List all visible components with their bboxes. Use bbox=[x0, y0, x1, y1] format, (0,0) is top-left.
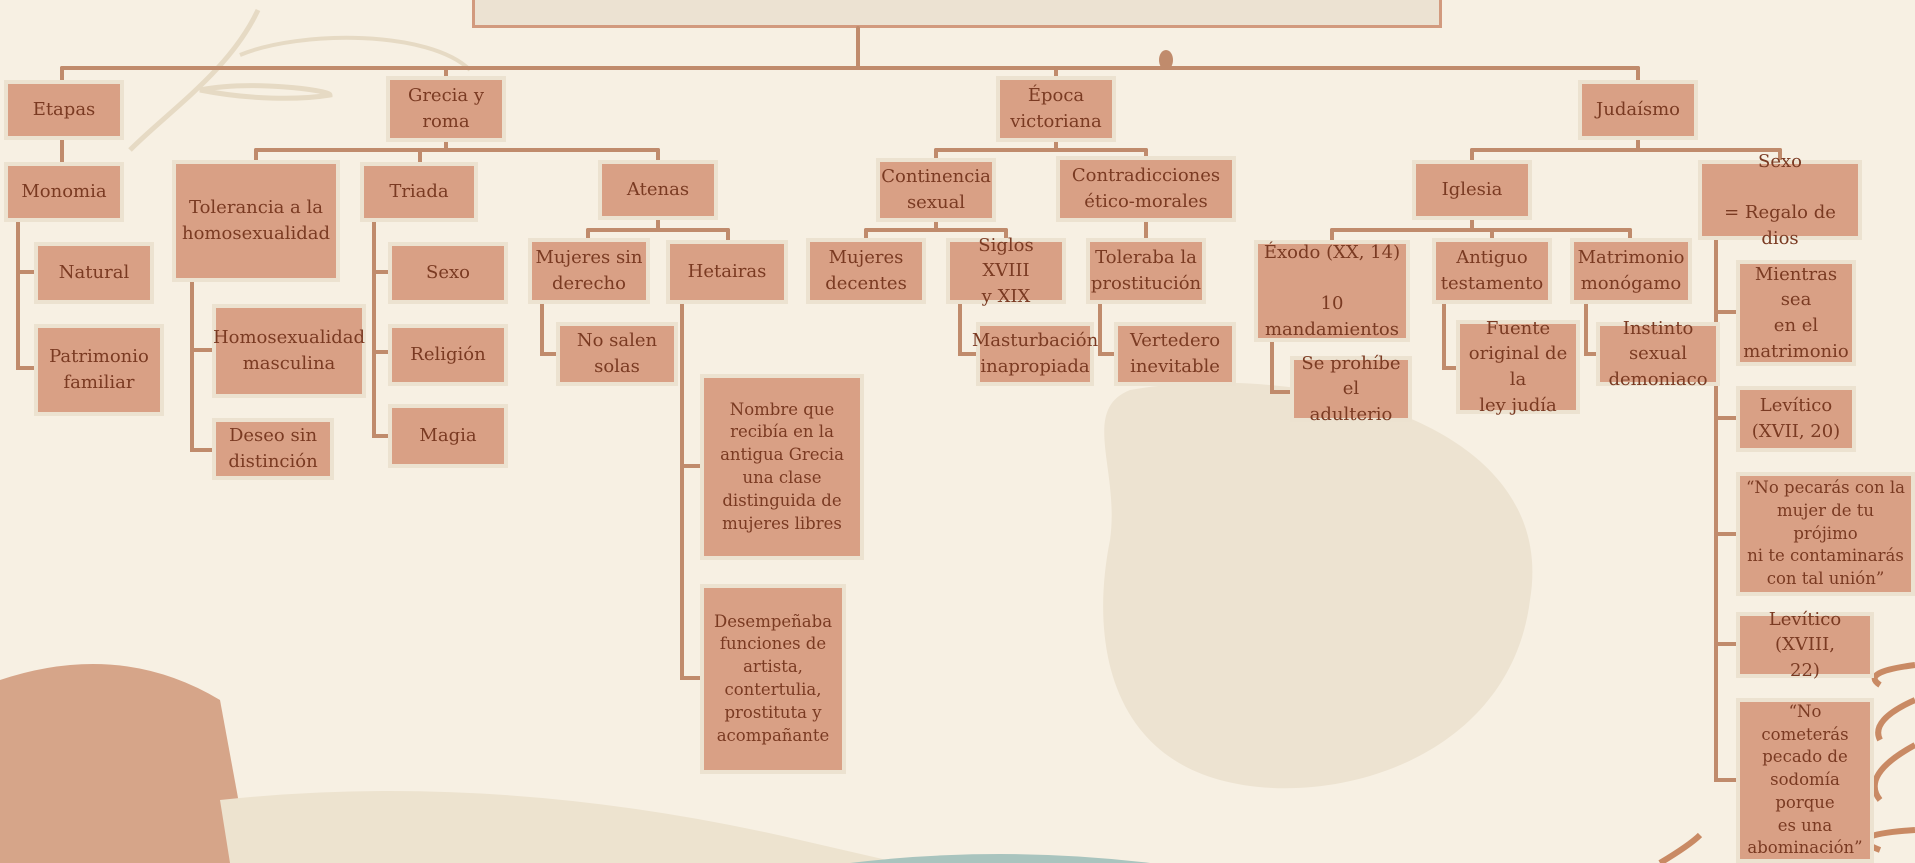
node-mujeres-decentes: Mujeres decentes bbox=[806, 238, 926, 304]
node-se-prohibe-adulterio: Se prohíbe el adulterio bbox=[1290, 353, 1412, 425]
node-contradicciones: Contradicciones ético-morales bbox=[1056, 156, 1236, 222]
node-mientras-matrimonio: Mientras sea en el matrimonio bbox=[1736, 260, 1856, 366]
node-no-cometeras: “No cometerás pecado de sodomía porque e… bbox=[1736, 698, 1874, 863]
node-judaismo: Judaísmo bbox=[1578, 80, 1698, 140]
node-tolerancia: Tolerancia a la homosexualidad bbox=[172, 160, 340, 282]
leaf-stem bbox=[128, 8, 261, 152]
node-fuente-original: Fuente original de la ley judía bbox=[1456, 318, 1580, 416]
connector-dot bbox=[1159, 50, 1173, 70]
node-desempenaba-funciones: Desempeñaba funciones de artista, conter… bbox=[700, 584, 846, 774]
node-sexo-triada: Sexo bbox=[388, 242, 508, 304]
node-masturbacion: Masturbación inapropiada bbox=[972, 322, 1098, 386]
node-epoca-victoriana: Época victoriana bbox=[996, 76, 1116, 142]
beige-circle bbox=[1103, 382, 1533, 789]
node-instinto-sexual: Instinto sexual demoniaco bbox=[1596, 318, 1720, 390]
leaf-curve bbox=[239, 35, 472, 72]
sand-hill bbox=[220, 791, 900, 863]
node-etapas: Etapas bbox=[4, 80, 124, 140]
node-antiguo-testamento: Antiguo testamento bbox=[1432, 238, 1552, 304]
node-nombre-hetairas: Nombre que recibía en la antigua Grecia … bbox=[700, 374, 864, 560]
node-levitico-xviii-22: Levítico (XVIII, 22) bbox=[1736, 609, 1874, 681]
node-magia: Magia bbox=[388, 404, 508, 468]
node-exodo: Éxodo (XX, 14) 10 mandamientos bbox=[1254, 240, 1410, 342]
node-monomia: Monomia bbox=[4, 162, 124, 222]
node-levitico-xvii-20: Levítico (XVII, 20) bbox=[1736, 386, 1856, 452]
palm-leaf-stem bbox=[1658, 832, 1703, 863]
title-box bbox=[472, 0, 1442, 28]
node-deseo-sin-distincion: Deseo sin distinción bbox=[212, 418, 334, 480]
leaf bbox=[199, 83, 333, 101]
terracotta-blob bbox=[0, 664, 250, 863]
node-atenas: Atenas bbox=[598, 160, 718, 220]
node-natural: Natural bbox=[34, 242, 154, 304]
teal-hill bbox=[850, 854, 1150, 863]
node-homosexualidad-masculina: Homosexualidad masculina bbox=[212, 304, 366, 398]
node-toleraba-prostitucion: Toleraba la prostitución bbox=[1086, 238, 1206, 304]
node-grecia-y-roma: Grecia y roma bbox=[386, 76, 506, 142]
palm-leaf-decoration bbox=[1863, 662, 1915, 853]
node-iglesia: Iglesia bbox=[1412, 160, 1532, 220]
node-patrimonio-familiar: Patrimonio familiar bbox=[34, 324, 164, 416]
node-vertedero-inevitable: Vertedero inevitable bbox=[1114, 322, 1236, 386]
node-hetairas: Hetairas bbox=[666, 240, 788, 304]
node-matrimonio-monogamo: Matrimonio monógamo bbox=[1570, 238, 1692, 304]
node-siglos-xviii-xix: Siglos XVIII y XIX bbox=[946, 235, 1066, 307]
node-sexo-regalo-de-dios: Sexo = Regalo de dios bbox=[1698, 151, 1862, 249]
node-no-salen-solas: No salen solas bbox=[556, 322, 678, 386]
node-mujeres-sin-derecho: Mujeres sin derecho bbox=[528, 238, 650, 304]
node-triada: Triada bbox=[360, 162, 478, 222]
node-continencia-sexual: Continencia sexual bbox=[876, 158, 996, 222]
node-no-pecaras: “No pecarás con la mujer de tu prójimo n… bbox=[1736, 472, 1915, 596]
node-religion: Religión bbox=[388, 324, 508, 386]
